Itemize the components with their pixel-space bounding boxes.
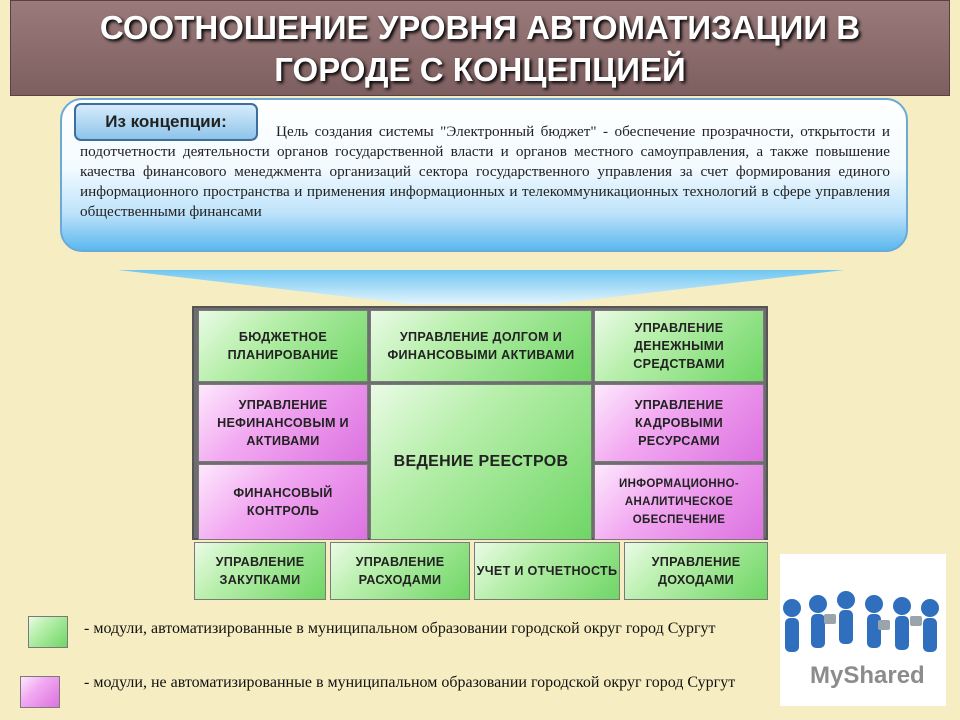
module-financial-control: Финансовый контроль xyxy=(198,464,368,540)
module-expenses: Управление расходами xyxy=(330,542,470,600)
slide-title: СООТНОШЕНИЕ УРОВНЯ АВТОМАТИЗАЦИИ В ГОРОД… xyxy=(11,7,949,91)
people-figures-graphic xyxy=(783,591,939,652)
module-info-analytics: Информационно-аналитическое обеспечение xyxy=(594,464,764,540)
slide-title-line-1: СООТНОШЕНИЕ УРОВНЯ АВТОМАТИЗАЦИИ В xyxy=(99,9,861,46)
legend-automated-text: - модули, автоматизированные в муниципал… xyxy=(84,620,716,637)
concept-box: Цель создания системы "Электронный бюдже… xyxy=(60,98,908,252)
legend-automated-swatch xyxy=(28,616,68,648)
module-accounting: Учет и отчетность xyxy=(474,542,620,600)
module-debt-management: Управление долгом и финансовыми активами xyxy=(370,310,592,382)
module-budget-planning: Бюджетное планирование xyxy=(198,310,368,382)
module-registers: Ведение реестров xyxy=(370,384,592,540)
module-hr-resources: Управление кадровыми ресурсами xyxy=(594,384,764,462)
concept-tag: Из концепции: xyxy=(74,103,258,141)
slide-title-line-2: ГОРОДЕ С КОНЦЕПЦИЕЙ xyxy=(274,51,686,88)
legend-not-automated-text: - модули, не автоматизированные в муници… xyxy=(84,674,736,691)
module-revenues: Управление доходами xyxy=(624,542,768,600)
funnel-arrow xyxy=(118,270,844,304)
module-cash-management: Управление денежными средствами xyxy=(594,310,764,382)
title-bar: СООТНОШЕНИЕ УРОВНЯ АВТОМАТИЗАЦИИ В ГОРОД… xyxy=(10,0,950,96)
module-nonfinancial-assets: Управление нефинансовым и активами xyxy=(198,384,368,462)
module-grid: Бюджетное планирование Управление долгом… xyxy=(192,306,768,540)
watermark: MyShared xyxy=(810,662,925,689)
concept-text: Цель создания системы "Электронный бюдже… xyxy=(80,123,890,220)
legend-not-automated-swatch xyxy=(20,676,60,708)
module-procurement: Управление закупками xyxy=(194,542,326,600)
people-illustration xyxy=(780,554,946,706)
